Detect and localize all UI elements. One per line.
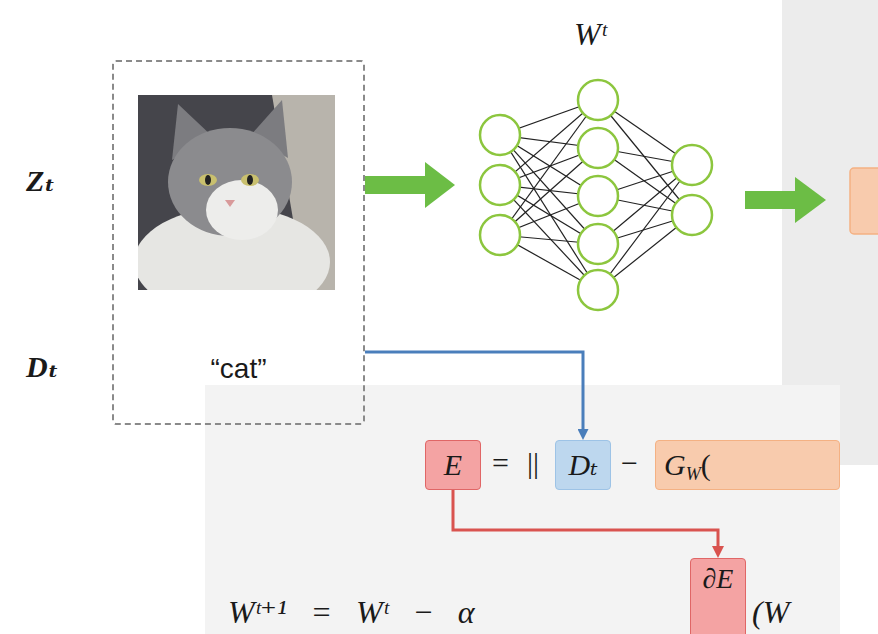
node-text: G bbox=[664, 448, 686, 483]
cat-photo bbox=[138, 95, 335, 290]
node-text: W bbox=[686, 464, 701, 485]
neuron bbox=[578, 270, 618, 310]
input-sample-box: “cat” bbox=[112, 60, 365, 425]
neuron bbox=[672, 145, 712, 185]
minus-sign: − bbox=[621, 446, 638, 481]
equals-sign: = bbox=[492, 446, 509, 481]
input-symbol: Zₜ bbox=[26, 164, 55, 199]
node-text: Wᵗ bbox=[574, 16, 606, 53]
forward-arrow bbox=[365, 176, 425, 194]
arrow-shaft bbox=[745, 191, 797, 209]
neuron bbox=[578, 128, 618, 168]
neural-network: Wᵗ bbox=[455, 16, 725, 316]
output-box-partial bbox=[850, 168, 878, 234]
neuron bbox=[480, 215, 520, 255]
cat-pupil bbox=[247, 175, 253, 185]
network-links bbox=[500, 100, 692, 290]
neuron bbox=[578, 224, 618, 264]
gradient-box: ∂E bbox=[690, 558, 746, 634]
output-arrow bbox=[745, 177, 826, 223]
arrow-head bbox=[795, 177, 826, 223]
target-symbol: Dₜ bbox=[26, 350, 59, 385]
prediction-box: GW( bbox=[655, 440, 840, 490]
update-rule-tail: (W bbox=[752, 594, 789, 631]
cat-muzzle bbox=[206, 180, 278, 240]
label-line bbox=[365, 352, 583, 429]
norm-bars: || bbox=[527, 446, 539, 481]
cat-nose bbox=[225, 200, 235, 207]
node-text: “cat” bbox=[211, 353, 267, 385]
neuron bbox=[578, 176, 618, 216]
target-box: Dₜ bbox=[555, 440, 611, 490]
error-box: E bbox=[425, 440, 481, 490]
node-text: ∂E bbox=[703, 563, 734, 595]
neuron bbox=[672, 195, 712, 235]
node-text: Dₜ bbox=[568, 448, 597, 483]
cat-eye bbox=[241, 174, 259, 186]
neuron bbox=[480, 115, 520, 155]
network-neurons bbox=[480, 80, 712, 310]
gradient-arrow bbox=[453, 490, 718, 546]
cat-eye bbox=[199, 174, 217, 186]
node-text: ( bbox=[701, 448, 711, 483]
neuron bbox=[578, 80, 618, 120]
update-rule: Wᵗ⁺¹ = Wᵗ − α bbox=[228, 594, 475, 631]
node-text: E bbox=[444, 448, 462, 483]
cat-pupil bbox=[205, 175, 211, 185]
neuron bbox=[480, 165, 520, 205]
